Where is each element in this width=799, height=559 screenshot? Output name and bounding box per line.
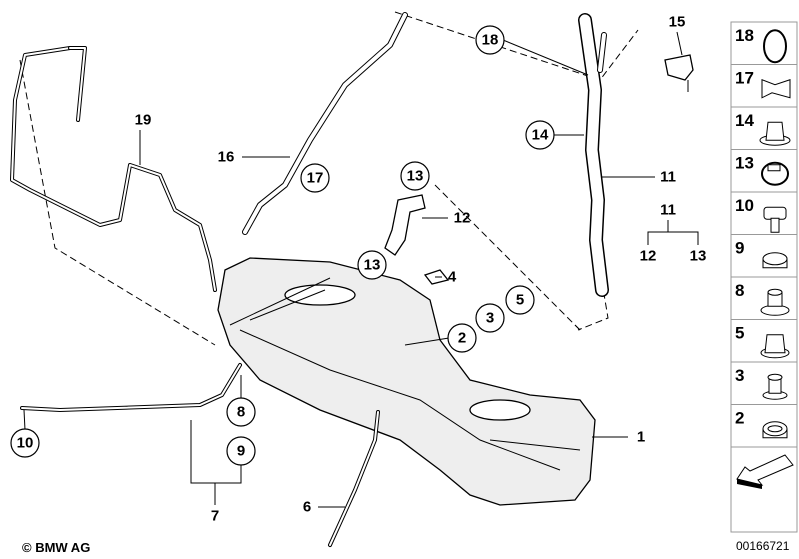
sidebar-item-5[interactable]: 5	[731, 324, 797, 363]
callout-9[interactable]: 9	[226, 436, 256, 466]
diagram-id: 00166721	[736, 539, 790, 553]
hex-nut-icon	[760, 334, 790, 359]
sidebar-item-number: 13	[735, 154, 754, 173]
callout-2[interactable]: 2	[447, 323, 477, 353]
label-11[interactable]: 11	[660, 169, 676, 186]
svg-text:10: 10	[17, 435, 34, 452]
label-11-group[interactable]: 11	[660, 202, 676, 219]
fuel-tank-1[interactable]	[217, 257, 596, 506]
direction-arrow-icon	[736, 454, 794, 489]
label-1[interactable]: 1	[637, 429, 645, 446]
svg-text:17: 17	[307, 170, 324, 187]
label-12-group[interactable]: 12	[640, 248, 657, 265]
sidebar-item-13[interactable]: 13	[731, 154, 797, 193]
sidebar-item-3[interactable]: 3	[731, 366, 797, 405]
sidebar-item-17[interactable]: 17	[731, 69, 797, 108]
svg-text:14: 14	[532, 127, 549, 144]
svg-text:8: 8	[237, 404, 245, 421]
label-15[interactable]: 15	[669, 14, 686, 31]
tank-strap-6[interactable]	[328, 410, 380, 547]
collar-nut-icon	[759, 121, 791, 146]
sidebar-item-18[interactable]: 18	[731, 26, 797, 65]
svg-text:13: 13	[407, 168, 424, 185]
sidebar-item-number: 17	[735, 69, 754, 88]
label-4[interactable]: 4	[448, 269, 457, 286]
sidebar-item-number: 10	[735, 196, 754, 215]
sidebar-item-number: 5	[735, 324, 744, 343]
dashed-leader	[19, 59, 216, 346]
callout-17[interactable]: 17	[300, 163, 330, 193]
callout-13[interactable]: 13	[400, 161, 430, 191]
sidebar-item-2[interactable]: 2	[731, 409, 797, 448]
rubber-mount-icon	[762, 252, 788, 269]
svg-text:13: 13	[364, 257, 381, 274]
sidebar-item-number: 9	[735, 239, 744, 258]
grommet-icon	[760, 288, 790, 316]
callouts: 18 15 14 17 16 19 13 12 11 11 12 13 13 4…	[10, 14, 707, 525]
sidebar-item-14[interactable]: 14	[731, 111, 797, 150]
sidebar-item-9[interactable]: 9	[731, 239, 797, 278]
cap-15[interactable]	[664, 54, 694, 92]
clip-icon	[761, 79, 791, 99]
callout-18[interactable]: 18	[475, 25, 505, 55]
label-12[interactable]: 12	[454, 210, 471, 227]
label-19[interactable]: 19	[135, 112, 152, 129]
fuel-line-19[interactable]	[10, 46, 217, 292]
hex-bolt-icon	[763, 206, 787, 233]
sidebar-item-10[interactable]: 10	[731, 196, 797, 235]
sidebar-item-number: 8	[735, 281, 744, 300]
label-16[interactable]: 16	[218, 149, 235, 166]
svg-text:2: 2	[458, 330, 466, 347]
sidebar-item-number: 14	[735, 111, 754, 130]
parts-sidebar: 18 17 14 13 10 9 8 5 3 2	[730, 21, 798, 533]
label-6[interactable]: 6	[303, 499, 311, 516]
o-ring-icon	[763, 29, 787, 64]
filler-pipe-11[interactable]	[578, 13, 609, 297]
sleeve-icon	[762, 373, 788, 400]
svg-text:3: 3	[486, 310, 494, 327]
callout-8[interactable]: 8	[226, 397, 256, 427]
sidebar-item-number: 3	[735, 366, 744, 385]
callout-13-hose[interactable]: 13	[357, 250, 387, 280]
hose-12[interactable]	[384, 194, 426, 256]
dashed-leader	[434, 184, 581, 331]
callout-10[interactable]: 10	[10, 428, 40, 458]
label-7[interactable]: 7	[211, 508, 219, 525]
callout-3[interactable]: 3	[475, 303, 505, 333]
svg-text:9: 9	[237, 443, 245, 460]
leader-lines	[23, 31, 699, 508]
sidebar-item-number: 2	[735, 409, 744, 428]
sidebar-item-8[interactable]: 8	[731, 281, 797, 320]
label-13-group[interactable]: 13	[690, 248, 707, 265]
hose-clamp-icon	[761, 161, 789, 186]
rubber-grommet-icon	[762, 421, 788, 439]
copyright: © BMW AG	[22, 540, 91, 555]
callout-14[interactable]: 14	[525, 120, 555, 150]
callout-5[interactable]: 5	[505, 285, 535, 315]
svg-text:5: 5	[516, 292, 524, 309]
vent-hose-16[interactable]	[242, 12, 408, 235]
sidebar-item-number: 18	[735, 26, 754, 45]
svg-text:18: 18	[482, 32, 499, 49]
tank-strap-left[interactable]	[20, 363, 242, 412]
